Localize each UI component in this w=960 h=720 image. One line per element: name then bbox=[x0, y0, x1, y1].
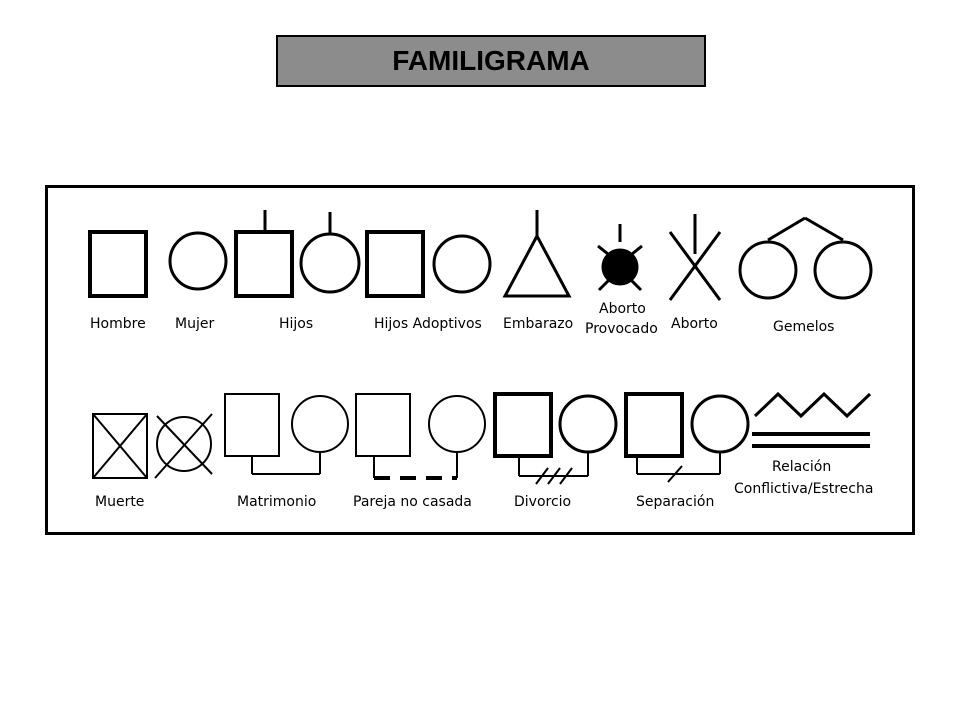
label-embarazo: Embarazo bbox=[503, 316, 573, 332]
label-relacion-1: Relación bbox=[772, 459, 831, 475]
title-box: FAMILIGRAMA bbox=[276, 35, 706, 87]
symbol-hombre bbox=[88, 230, 148, 298]
label-hijos-adoptivos: Hijos Adoptivos bbox=[374, 316, 482, 332]
label-divorcio: Divorcio bbox=[514, 494, 571, 510]
genogram-symbols: Hombre Mujer Hijos Hijos Adoptivos Embar… bbox=[88, 210, 873, 510]
symbol-matrimonio bbox=[224, 393, 349, 475]
label-mujer: Mujer bbox=[175, 316, 214, 332]
symbol-relacion bbox=[752, 391, 872, 448]
symbol-divorcio bbox=[493, 392, 618, 485]
symbol-pareja-no-casada bbox=[355, 393, 486, 480]
label-aborto-provocado-1: Aborto bbox=[599, 301, 646, 317]
symbol-embarazo bbox=[502, 210, 572, 298]
label-matrimonio: Matrimonio bbox=[237, 494, 316, 510]
label-separacion: Separación bbox=[636, 494, 714, 510]
symbol-mujer bbox=[168, 231, 228, 291]
page-title: FAMILIGRAMA bbox=[392, 45, 590, 76]
symbol-aborto bbox=[668, 214, 722, 301]
label-pareja-no-casada: Pareja no casada bbox=[353, 494, 472, 510]
label-relacion-2: Conflictiva/Estrecha bbox=[734, 481, 873, 497]
symbol-hijos-adoptivos bbox=[365, 230, 492, 298]
label-aborto: Aborto bbox=[671, 316, 718, 332]
label-hombre: Hombre bbox=[90, 316, 146, 332]
label-muerte: Muerte bbox=[95, 494, 144, 510]
label-aborto-provocado-2: Provocado bbox=[585, 321, 658, 337]
label-hijos: Hijos bbox=[279, 316, 313, 332]
label-gemelos: Gemelos bbox=[773, 319, 834, 335]
symbol-gemelos bbox=[738, 216, 873, 300]
legend-panel: Hombre Mujer Hijos Hijos Adoptivos Embar… bbox=[45, 185, 915, 535]
symbol-hijos bbox=[234, 210, 361, 298]
symbol-separacion bbox=[624, 392, 750, 483]
symbol-muerte bbox=[92, 413, 213, 479]
symbol-aborto-provocado bbox=[597, 224, 643, 292]
